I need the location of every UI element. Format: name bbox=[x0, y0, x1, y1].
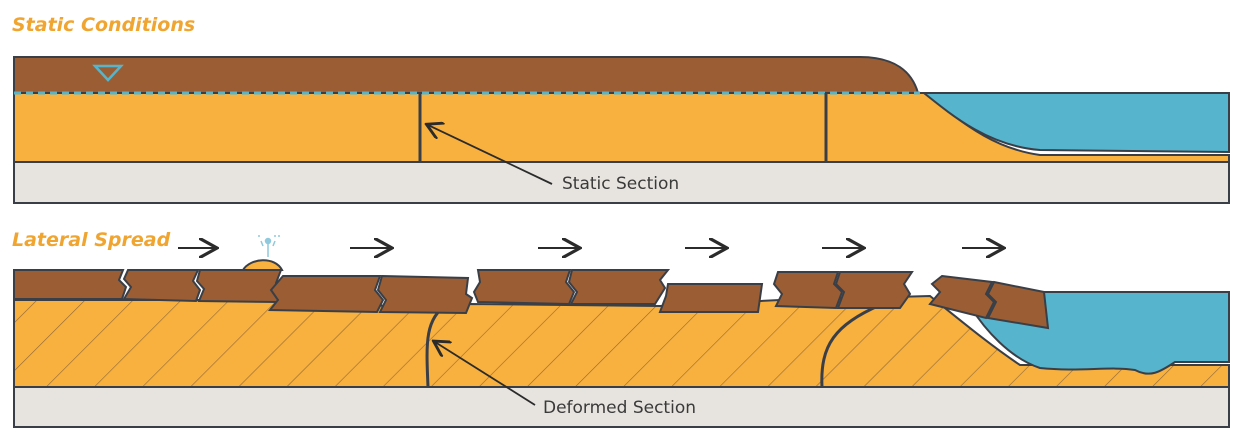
crust-block-4 bbox=[267, 275, 385, 314]
crust-block-6 bbox=[472, 269, 576, 306]
sand-boil-fountain-icon bbox=[258, 235, 280, 257]
crust-block-5 bbox=[376, 274, 474, 315]
static-bedrock bbox=[13, 161, 1230, 204]
static-crust-layer bbox=[13, 56, 920, 94]
static-section-label: Static Section bbox=[562, 174, 680, 194]
deformed-section-right bbox=[820, 303, 881, 388]
static-panel bbox=[13, 56, 1230, 204]
static-water-body bbox=[921, 92, 1230, 154]
deformed-section-callout-arrow bbox=[435, 342, 536, 406]
lateral-bedrock bbox=[13, 386, 1230, 428]
crust-block-1 bbox=[13, 269, 128, 300]
sand-boil-mound bbox=[241, 259, 284, 271]
lateral-panel bbox=[13, 235, 1230, 428]
water-table-triangle-icon bbox=[92, 64, 124, 82]
crust-block-10 bbox=[834, 271, 914, 309]
crust-block-8 bbox=[658, 283, 764, 313]
static-conditions-title: Static Conditions bbox=[12, 14, 196, 36]
crust-block-2 bbox=[122, 269, 202, 303]
crust-block-7 bbox=[567, 269, 671, 305]
static-section-callout-arrow bbox=[428, 125, 553, 185]
crust-block-9 bbox=[772, 271, 844, 310]
crust-block-3 bbox=[195, 269, 286, 304]
lateral-spread-title: Lateral Spread bbox=[12, 229, 171, 251]
crust-block-11 bbox=[928, 274, 996, 320]
deformed-section-label: Deformed Section bbox=[543, 398, 696, 418]
crust-block-12 bbox=[986, 280, 1050, 330]
